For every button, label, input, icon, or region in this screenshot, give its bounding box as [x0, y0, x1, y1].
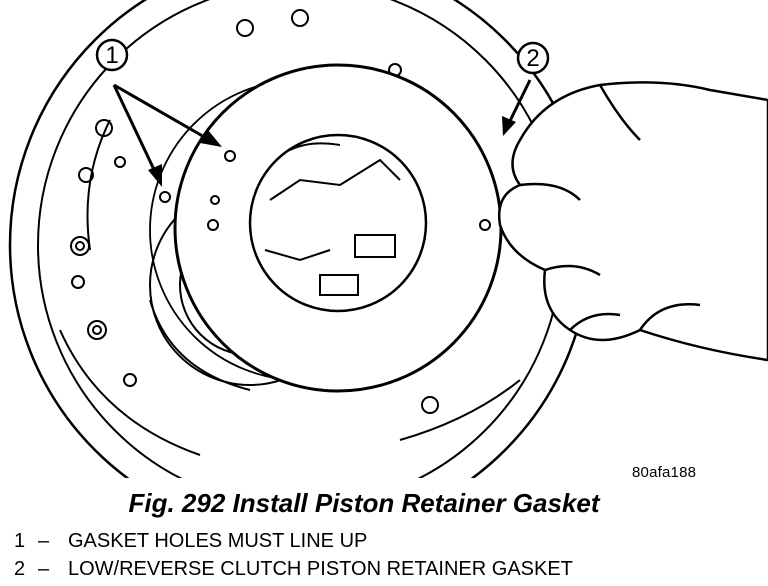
callout-1: [95, 38, 222, 187]
callout-2: [502, 41, 550, 136]
piston-retainer-gasket: [159, 63, 503, 393]
legend-item-number: 1: [14, 530, 26, 552]
legend-item: 2 – LOW/REVERSE CLUTCH PISTON RETAINER G…: [14, 558, 573, 586]
legend: 1 – GASKET HOLES MUST LINE UP 2 – LOW/RE…: [14, 530, 573, 586]
legend-item-separator: –: [38, 558, 50, 580]
legend-item-text: LOW/REVERSE CLUTCH PISTON RETAINER GASKE…: [68, 558, 573, 580]
figure-caption: Fig. 292 Install Piston Retainer Gasket: [128, 488, 600, 518]
callout-2-number: 2: [526, 45, 539, 72]
legend-item-text: GASKET HOLES MUST LINE UP: [68, 530, 368, 552]
callout-1-number: 1: [105, 42, 118, 69]
technician-hand: [497, 81, 768, 362]
legend-item-separator: –: [38, 530, 50, 552]
legend-item: 1 – GASKET HOLES MUST LINE UP: [14, 530, 573, 558]
housing-bolt-holes: [70, 9, 439, 414]
figure-code: 80afa188: [632, 464, 697, 481]
legend-item-number: 2: [14, 558, 26, 580]
